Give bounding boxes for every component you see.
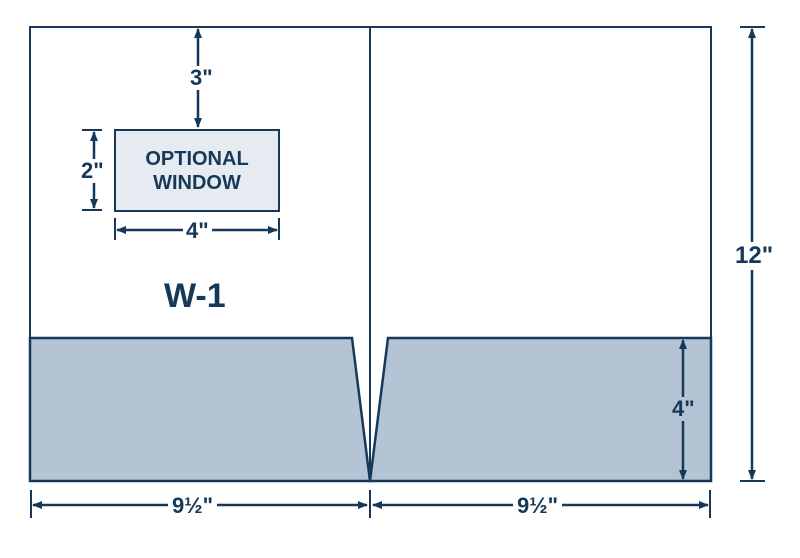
optional-window (114, 129, 280, 212)
window-height-label: 2" (80, 158, 105, 183)
right-pocket (368, 336, 713, 483)
optional-window-text: OPTIONAL WINDOW (115, 130, 279, 211)
window-width-label: 4" (183, 219, 212, 243)
pocket-height-label: 4" (670, 396, 697, 421)
window-offset-label: 3" (188, 65, 215, 90)
model-label: W-1 (164, 277, 226, 315)
left-pocket (28, 336, 372, 483)
folder-height-label: 12" (733, 242, 776, 270)
window-text-line2: WINDOW (153, 171, 241, 194)
right-panel-width-label: 9½" (513, 494, 563, 518)
left-panel-width-label: 9½" (168, 494, 218, 518)
window-text-line1: OPTIONAL (145, 147, 249, 170)
